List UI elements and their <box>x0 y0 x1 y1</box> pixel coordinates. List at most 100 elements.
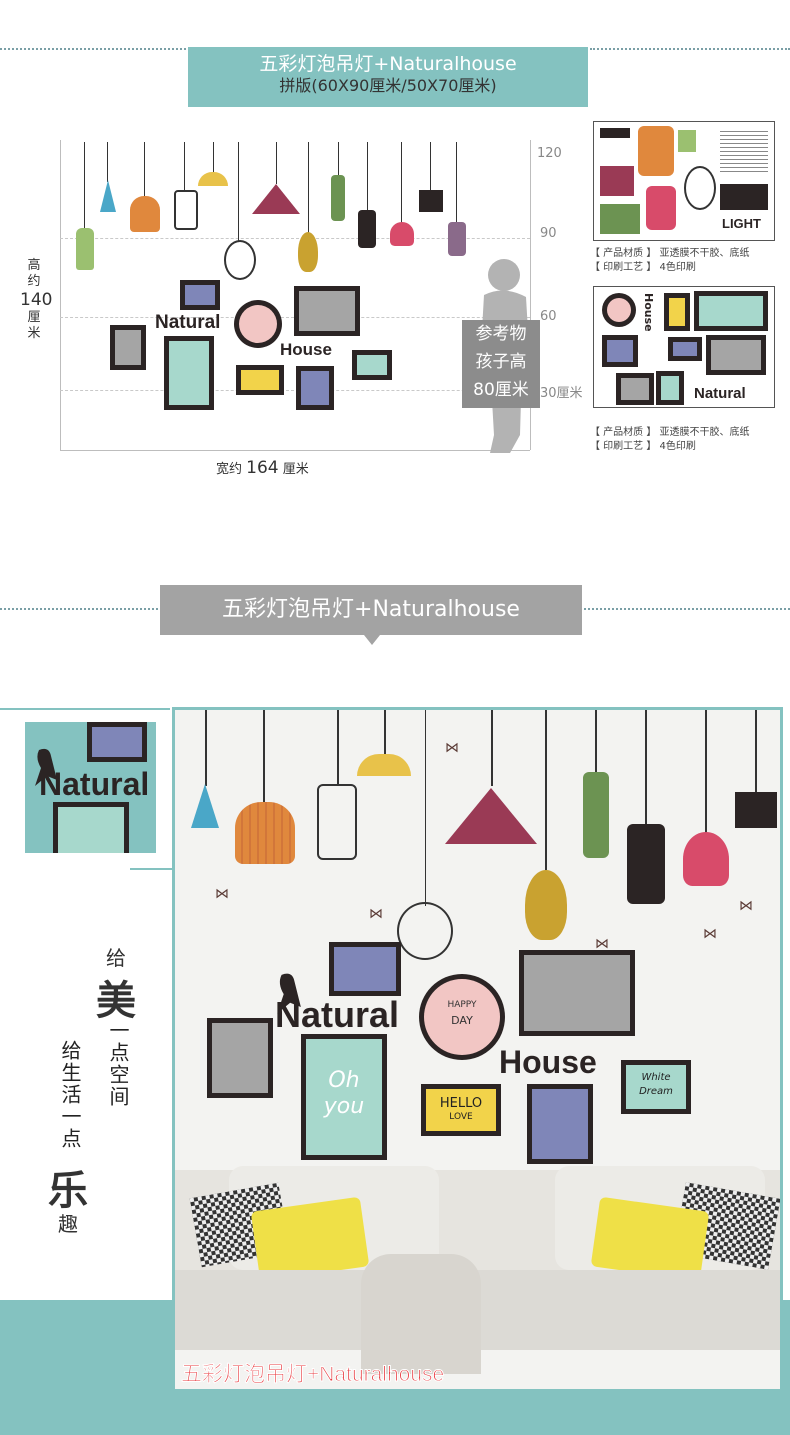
reference-line-2: 孩子高 <box>475 352 527 372</box>
butterfly-icon: ⋈ <box>445 740 459 756</box>
frame-hello-love <box>236 365 284 395</box>
scene-frame-bird <box>527 1084 593 1164</box>
scene-blue-cone-lamp <box>191 784 219 828</box>
spec-1-print: 【 印刷工艺 】 4色印刷 <box>590 262 696 273</box>
scene-green-bottle-lamp <box>583 772 609 858</box>
maroon-shade-lamp <box>252 184 300 214</box>
butterfly-icon: ⋈ <box>215 886 229 902</box>
purple-bulb-lamp <box>448 222 466 256</box>
slogan-col2-bottom: 趣 <box>58 1212 78 1236</box>
scene-lantern-lamp <box>627 824 665 904</box>
pillow-yellow-right <box>590 1196 710 1282</box>
scene-pink-tulip-lamp <box>683 832 729 886</box>
throw-blanket <box>361 1254 481 1374</box>
scene-word-house: House <box>499 1044 597 1080</box>
scene-cage-lamp <box>317 784 357 860</box>
bird-on-natural-icon <box>277 973 301 1014</box>
scene-frame-hello-love: HELLO LOVE <box>421 1084 501 1136</box>
divider-dotted-left <box>0 48 186 50</box>
sheet-word-light: LIGHT <box>722 216 761 231</box>
wire-globe-lamp <box>224 240 256 280</box>
butterfly-icon: ⋈ <box>703 926 717 942</box>
scene-frame-love-you <box>329 942 401 996</box>
sheet-word-natural: Natural <box>694 385 746 402</box>
scene-frame-branch <box>519 950 635 1036</box>
sheet-thumbnail-lamps: LIGHT <box>593 121 775 241</box>
width-value: 164 <box>246 458 279 478</box>
reference-line-3: 80厘米 <box>473 380 529 400</box>
divider-dotted-right <box>590 48 790 50</box>
height-value: 140 <box>20 290 53 310</box>
width-label-prefix: 宽约 <box>216 462 243 477</box>
green-bottle-lamp-2 <box>331 175 345 221</box>
top-banner-title: 五彩灯泡吊灯+Naturalhouse <box>259 53 517 75</box>
scene-yellow-dome-lamp <box>357 754 411 776</box>
slogan-col2-top: 给生活一点 <box>58 1040 82 1150</box>
divider-dotted-left-2 <box>0 608 158 610</box>
scene-olive-bulb-lamp <box>525 870 567 940</box>
grid-90 <box>60 238 530 239</box>
chart-word-natural: Natural <box>155 312 221 333</box>
scene-hello-text: HELLO <box>439 1096 483 1111</box>
scene-frame-leaf <box>207 1018 273 1098</box>
tick-120: 120 <box>537 146 562 161</box>
scale-axis <box>530 140 531 450</box>
width-axis <box>60 450 530 451</box>
height-label: 高约 140 厘米 <box>20 258 53 342</box>
scene-happy-text: HAPPY <box>447 1000 477 1010</box>
width-label: 宽约 164 厘米 <box>216 458 309 478</box>
frame-bird <box>296 366 334 410</box>
tick-30: 30厘米 <box>540 386 583 401</box>
chart-word-house: House <box>280 340 332 359</box>
slogan-col1-rest: 一点空间 <box>106 1020 130 1108</box>
width-unit: 厘米 <box>282 462 309 477</box>
scene-frame-white-dream: White Dream <box>621 1060 691 1114</box>
teal-corner-line-top <box>0 708 170 710</box>
green-bottle-lamp <box>76 228 94 270</box>
scene-oh-you-text: Oh you <box>323 1068 365 1119</box>
blue-cone-lamp <box>100 180 116 212</box>
height-unit: 厘米 <box>27 310 41 341</box>
frame-love-you <box>180 280 220 310</box>
height-label-prefix: 高约 <box>27 258 41 289</box>
scene-plaid-bell-lamp <box>235 802 295 864</box>
height-axis <box>60 140 61 450</box>
slogan-col2-big: 乐 <box>48 1168 88 1214</box>
scene-white-text: White <box>641 1072 671 1083</box>
spec-sheet-2: 【 产品材质 】 亚透膜不干胶、底纸 【 印刷工艺 】 4色印刷 <box>590 426 750 454</box>
second-banner-title: 五彩灯泡吊灯+Naturalhouse <box>222 597 520 622</box>
olive-bulb-lamp <box>298 232 318 272</box>
room-scene: ⋈ ⋈ ⋈ ⋈ ⋈ ⋈ Oh you HAPPY DAY HELLO LOVE … <box>172 707 783 1392</box>
frame-leaf-small <box>110 325 146 370</box>
divider-dotted-right-2 <box>584 608 790 610</box>
reference-box: 参考物 孩子高 80厘米 <box>462 320 540 408</box>
frame-branch <box>294 286 360 336</box>
spec-1-material: 【 产品材质 】 亚透膜不干胶、底纸 <box>590 248 750 259</box>
black-drum-lamp <box>419 190 443 212</box>
scene-black-drum-lamp <box>735 792 777 828</box>
sheet-thumbnail-frames: House Natural <box>593 286 775 408</box>
scene-maroon-shade-lamp <box>445 788 537 844</box>
frame-oh-you <box>164 336 214 410</box>
scene-word-natural: Natural <box>275 994 400 1035</box>
spec-2-print: 【 印刷工艺 】 4色印刷 <box>590 441 696 452</box>
scene-dream-text: Dream <box>639 1086 673 1097</box>
butterfly-icon: ⋈ <box>739 898 753 914</box>
cage-lamp <box>174 190 198 230</box>
scene-caption: 五彩灯泡吊灯+Naturalhouse <box>180 1363 445 1387</box>
butterfly-icon: ⋈ <box>595 936 609 952</box>
scene-frame-happy-day: HAPPY DAY <box>419 974 505 1060</box>
yellow-dome-lamp <box>198 172 228 186</box>
second-banner: 五彩灯泡吊灯+Naturalhouse <box>160 585 582 645</box>
detail-crop: Natural <box>25 722 156 853</box>
butterfly-icon: ⋈ <box>369 906 383 922</box>
top-banner: 五彩灯泡吊灯+Naturalhouse 拼版(60X90厘米/50X70厘米) <box>188 47 588 107</box>
top-banner-subtitle: 拼版(60X90厘米/50X70厘米) <box>279 76 497 95</box>
grid-30 <box>60 390 530 391</box>
scene-wire-globe-lamp <box>397 902 453 960</box>
slogan-col1-big: 美 <box>96 978 136 1024</box>
scene-frame-oh-you: Oh you <box>301 1034 387 1160</box>
detail-word-natural: Natural <box>39 766 150 802</box>
slogan-col1-top: 给 <box>106 946 126 970</box>
pink-tulip-lamp <box>390 222 414 246</box>
